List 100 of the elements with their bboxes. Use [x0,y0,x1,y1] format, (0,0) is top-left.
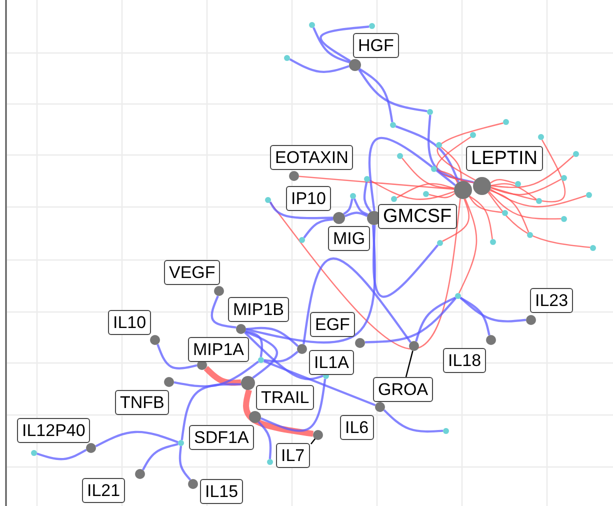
network-node [375,402,385,412]
network-edge [436,169,458,184]
network-edge [369,180,454,200]
network-edge [156,344,198,370]
network-edge [428,192,456,198]
network-edge [210,295,236,329]
network-edge [178,446,192,481]
network-node [188,479,198,489]
node-label: TRAIL [256,385,314,410]
network-edge [383,409,444,433]
network-node [150,335,160,345]
leaf-node [515,181,521,187]
leaf-node [391,196,397,202]
network-edge [312,27,350,64]
network-edge [142,442,178,470]
node-label: MIG [328,226,370,251]
network-edge [298,176,454,190]
network-edge [303,218,334,238]
node-label: LEPTIN [466,146,543,171]
leaf-node [470,132,476,138]
network-edge [263,360,376,406]
network-edge [490,183,537,200]
leaf-node [397,153,403,159]
network-edge [395,125,460,183]
network-edge [458,198,478,294]
network-node [164,377,174,387]
node-label: IL12P40 [17,418,90,443]
network-edge [364,297,457,344]
network-edge [343,198,354,216]
network-edge [302,257,412,344]
node-label: IL6 [340,415,374,440]
leaf-node [590,245,596,251]
network-edge [246,326,299,347]
leaf-node [561,216,567,222]
network-edge [180,383,242,440]
network-edge [427,114,474,184]
node-label: EOTAXIN [270,145,354,170]
node-label: SDF1A [189,425,254,450]
network-edge [246,224,376,344]
leaf-node [490,239,496,245]
network-edge [469,196,493,240]
leaf-node [536,198,542,204]
leaf-node [423,191,429,197]
node-label: HGF [353,33,399,58]
network-node [241,376,255,390]
leaf-node [178,440,184,446]
node-label: IL18 [443,348,486,373]
node-label: MIP1B [228,297,290,322]
node-label: GMCSF [378,204,457,229]
leaf-node [561,175,567,181]
node-label: TNFB [115,390,170,415]
network-node [409,341,419,351]
leaf-node [267,459,273,465]
leader-line [310,438,316,444]
leaf-node [443,428,449,434]
network-node [297,344,307,354]
network-edge [358,68,394,122]
network-edge [174,360,260,388]
network-node [355,338,365,348]
network-node [236,324,246,334]
network-edge [244,332,324,380]
leader-line [405,350,414,378]
network-edge [490,190,530,233]
node-label: GROA [373,377,434,402]
network-edge [289,58,350,74]
node-label: IL7 [276,443,310,468]
network-edge [460,296,526,322]
node-label: EGF [310,312,355,337]
node-label: MIP1A [188,337,250,362]
network-edge [260,378,326,432]
network-edge [468,196,502,214]
network-edge [269,201,334,220]
network-node [214,286,224,296]
network-node [526,315,536,325]
leaf-node [390,122,396,128]
leaf-node [284,55,290,61]
node-label: IL21 [82,478,126,503]
network-edge [436,136,474,184]
network-node [86,443,96,453]
network-edge [460,296,490,336]
network-edge [372,224,439,298]
network-node [486,335,496,345]
network-node [135,469,145,479]
leaf-node [369,23,375,29]
network-edge [264,350,298,362]
network-node [454,181,472,199]
node-label: VEGF [164,260,220,285]
node-label: IL15 [200,479,244,504]
network-edge [243,389,314,437]
leaf-node [364,176,370,182]
leaf-node [527,232,533,238]
network-edge [344,212,368,218]
network-edge [436,122,504,181]
network-edge [258,421,272,460]
network-edge [488,191,562,220]
network-node [349,59,361,71]
leaf-node [31,450,37,456]
node-label: IL23 [530,288,574,313]
leaf-node [503,119,509,125]
leaf-node [258,357,264,363]
